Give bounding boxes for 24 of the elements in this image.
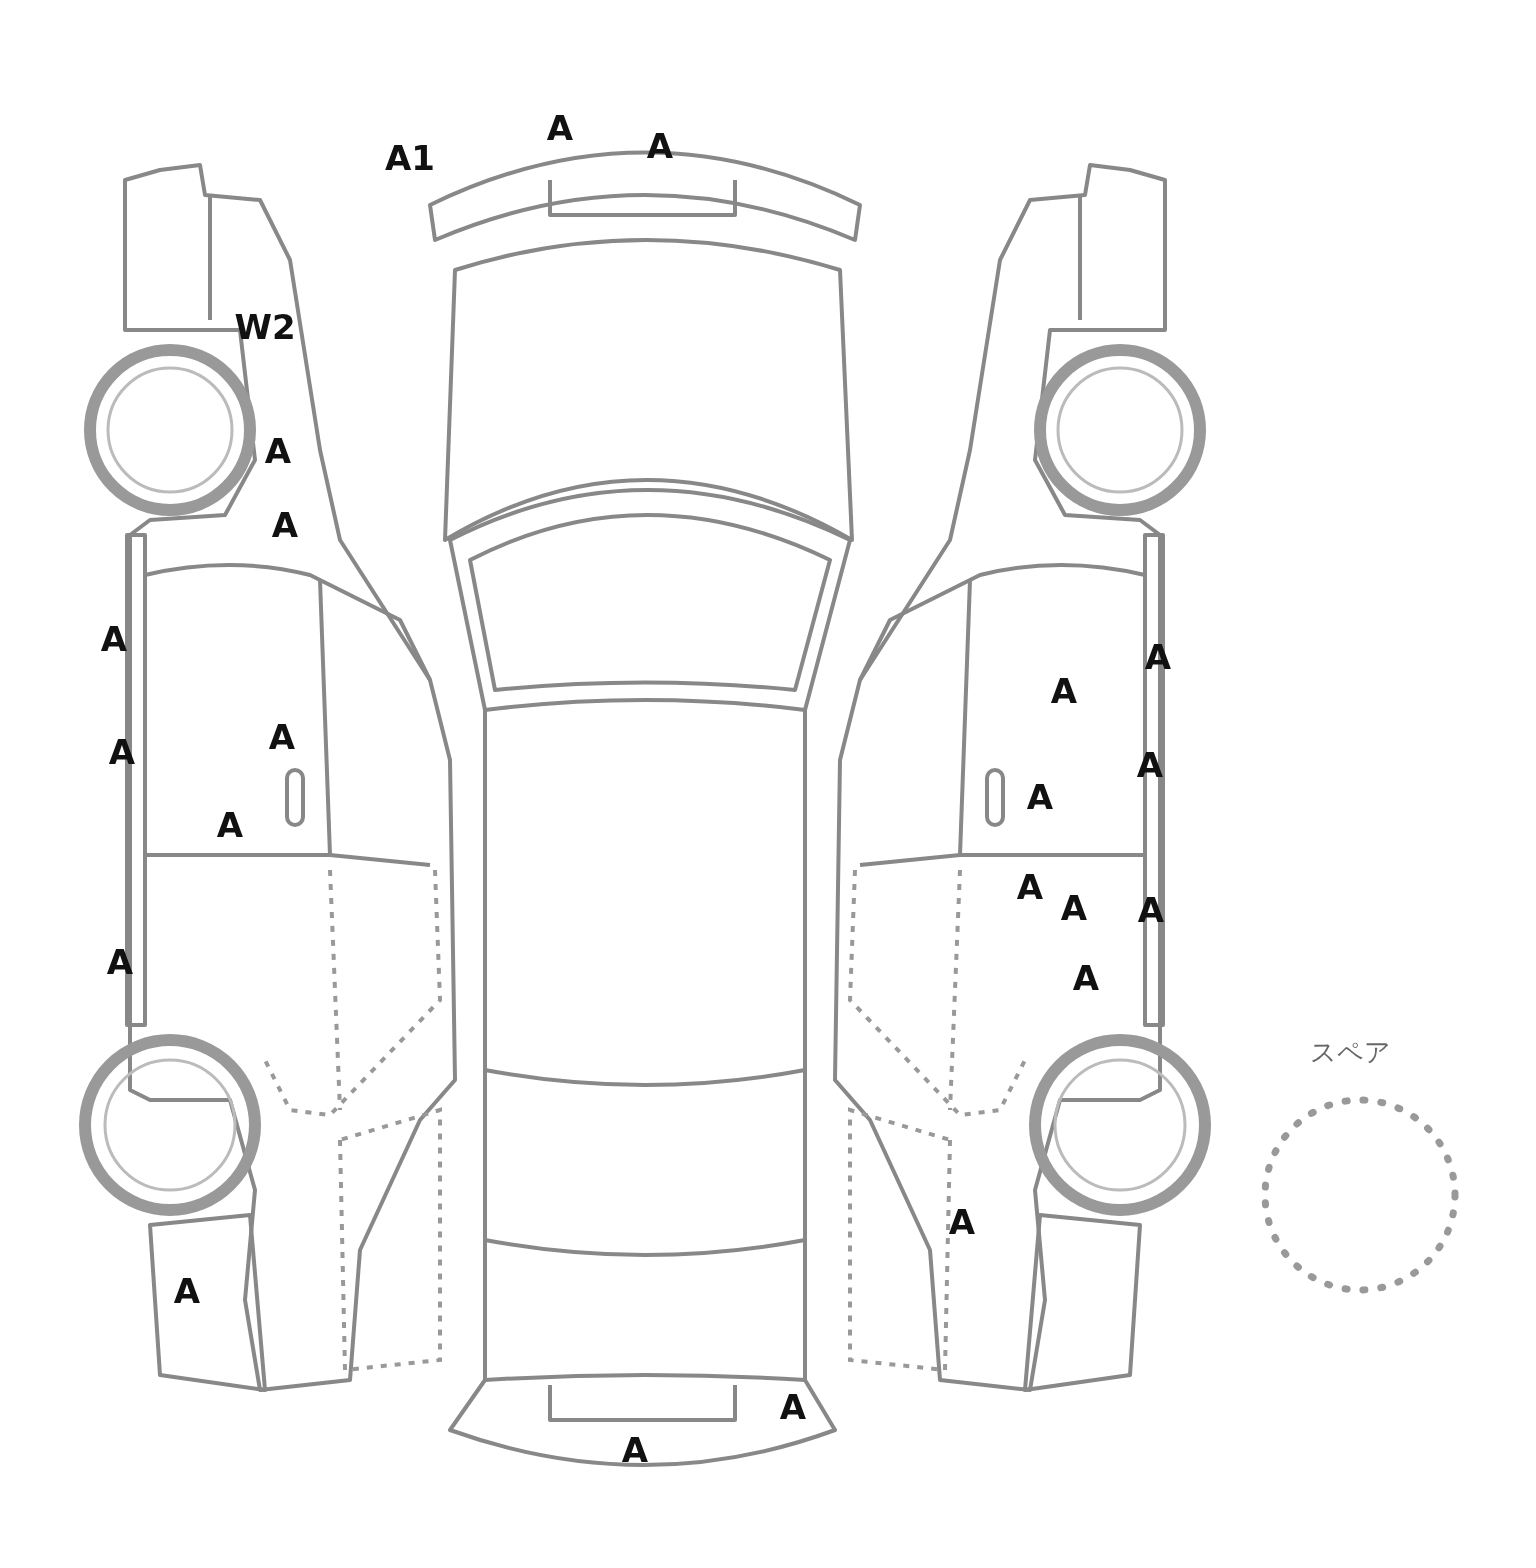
damage-code: A	[100, 622, 128, 656]
damage-code: A	[1050, 674, 1078, 708]
damage-code: A	[646, 129, 674, 163]
damage-code: A1	[385, 141, 435, 175]
damage-code: A	[1136, 748, 1164, 782]
damage-code: A	[779, 1390, 807, 1424]
damage-code: A	[621, 1433, 649, 1467]
damage-code: A	[268, 720, 296, 754]
spare-tire-label: スペア	[1309, 1039, 1391, 1065]
damage-code: A	[216, 808, 244, 842]
damage-code: A	[948, 1205, 976, 1239]
damage-code: A	[1060, 891, 1088, 925]
damage-code: A	[1016, 870, 1044, 904]
damage-code: A	[1072, 961, 1100, 995]
damage-code: A	[108, 735, 136, 769]
damage-code: A	[106, 945, 134, 979]
damage-code: W2	[234, 310, 296, 344]
damage-code: A	[546, 111, 574, 145]
damage-code: A	[271, 508, 299, 542]
damage-code: A	[1026, 780, 1054, 814]
damage-code: A	[264, 434, 292, 468]
damage-code: A	[1144, 640, 1172, 674]
damage-code: A	[1137, 893, 1165, 927]
damage-code: A	[173, 1274, 201, 1308]
